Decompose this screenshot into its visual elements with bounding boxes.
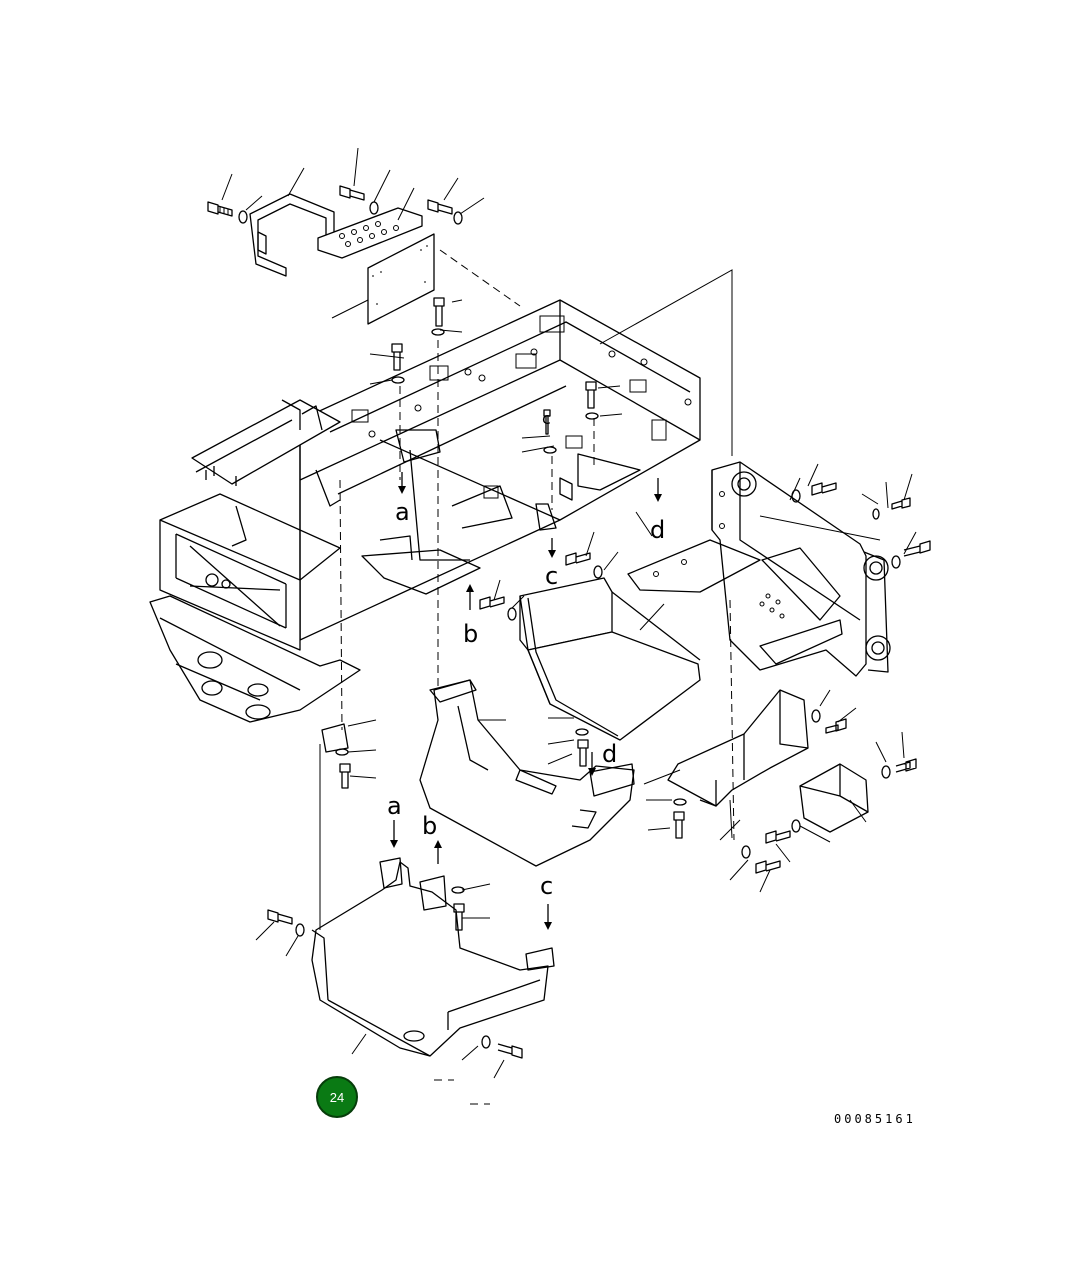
under-cover-middle: [419, 679, 687, 867]
main-frame: [149, 269, 733, 723]
callout-a-lower: a: [387, 792, 402, 820]
bolt-side-2: [895, 758, 917, 773]
bolt-tray-left: [479, 596, 505, 610]
callout-labels: a b c d d a b c c: [387, 409, 665, 900]
bolt-top-mid: [339, 185, 365, 201]
bolt-frame-2: [391, 343, 403, 371]
bolt-right-lower: [903, 540, 931, 557]
callout-c-upper: c: [545, 562, 558, 590]
washer-top-left: [238, 210, 248, 224]
bolt-bottom-right: [497, 1043, 523, 1059]
callout-d-lower: d: [602, 740, 617, 768]
top-cover-group: [207, 147, 485, 325]
tray-floor: [527, 631, 701, 741]
right-side-cover: [643, 689, 917, 893]
perforated-plate: [317, 207, 423, 259]
bolt-top-right: [427, 199, 453, 215]
callout-a-upper: a: [395, 498, 410, 526]
page-badge[interactable]: 24: [316, 1076, 358, 1118]
callout-arrows: [390, 472, 662, 930]
callout-d-upper: d: [650, 516, 665, 544]
bolt-right-upper: [811, 482, 837, 496]
bottom-cover: [255, 744, 555, 1105]
bolt-frame-3: [585, 381, 597, 409]
bolt-bottom-left: [267, 909, 293, 925]
bolt-right-mid: [891, 497, 911, 510]
bolt-under-mid-2: [673, 811, 685, 839]
callout-c-lower: c: [540, 872, 553, 900]
bolt-side-1: [825, 718, 847, 734]
bolt-bottom-mid: [453, 903, 465, 931]
bolt-frame-1: [433, 297, 445, 327]
hinge-bracket: [711, 461, 867, 677]
flat-panel: [367, 233, 435, 325]
drawing-number: 00085161: [834, 1112, 916, 1126]
bracket-top: [249, 193, 335, 277]
callout-b-lower: b: [422, 812, 437, 840]
callout-b-upper: b: [463, 620, 478, 648]
counterweight-block: [799, 763, 869, 833]
assembly-lines: [339, 249, 735, 841]
bolt-under-mid-1: [577, 739, 589, 767]
center-tray: [479, 531, 701, 741]
bolt-top-left: [207, 201, 233, 217]
bottom-cover-plate: [311, 861, 549, 1057]
side-cover-plate: [667, 689, 809, 807]
bolt-side-3: [765, 830, 791, 844]
callout-c-small: c: [542, 409, 551, 428]
right-bracket-group: [627, 461, 931, 677]
bolt-tray: [565, 552, 591, 566]
bolt-side-4: [755, 860, 781, 874]
left-mount-group: [321, 719, 377, 789]
bolt-left-mount: [339, 763, 351, 789]
